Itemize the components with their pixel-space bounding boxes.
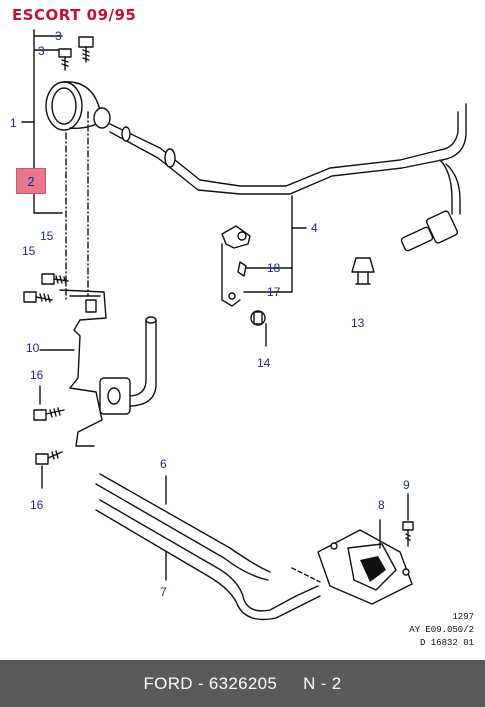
- callout-3-top: 3: [55, 29, 62, 43]
- callout-8: 8: [378, 498, 385, 512]
- diagram-drawing: [21, 29, 467, 621]
- bracket-17-18: [221, 225, 251, 307]
- callout-14: 14: [257, 356, 271, 370]
- callout-6: 6: [160, 457, 167, 471]
- footer-brand: FORD: [143, 673, 193, 693]
- callout-9: 9: [403, 478, 410, 492]
- hoses-6-7: [95, 473, 321, 621]
- reference-line-2: AY E09.050/2: [409, 625, 474, 635]
- bolt-top-right: [78, 36, 94, 63]
- callout-16-a: 16: [30, 368, 44, 382]
- nut-14: [250, 310, 267, 347]
- pipe-main: [109, 111, 459, 187]
- pipe-branch: [439, 159, 453, 215]
- bracket-10: [39, 289, 107, 447]
- bolt-15-a: [41, 273, 69, 285]
- bolt-15-b: [23, 291, 53, 303]
- drawing-reference: 1297 AY E09.050/2 D 16832 01: [394, 611, 474, 650]
- footer-separator: -: [192, 673, 209, 693]
- reference-line-3: D 16832 01: [419, 638, 474, 648]
- callout-18: 18: [267, 261, 281, 275]
- callout-2-highlighted: 2: [16, 168, 46, 194]
- callout-7: 7: [160, 585, 167, 599]
- vacuum-actuator: [45, 81, 111, 131]
- callout-13: 13: [351, 316, 365, 330]
- callout-4: 4: [311, 221, 318, 235]
- callout-15-b: 15: [22, 244, 36, 258]
- bolt-16-b: [35, 450, 63, 489]
- callout-3-second: 3: [38, 44, 45, 58]
- parts-diagram: ESCORT 09/95: [10, 6, 474, 650]
- bolt-top-left: [58, 48, 72, 71]
- footer-position: N - 2: [303, 673, 342, 693]
- solenoid-valve-8: [317, 519, 413, 605]
- callout-1: 1: [10, 116, 17, 130]
- bolt-16-a: [33, 407, 65, 421]
- callout-15-a: 15: [40, 229, 54, 243]
- callout-10: 10: [26, 341, 40, 355]
- connector-13: [351, 210, 459, 285]
- hose-10: [99, 316, 157, 415]
- reference-line-1: 1297: [452, 612, 474, 622]
- footer-part-number: 6326205: [208, 673, 278, 693]
- leader-4: [243, 195, 307, 293]
- callout-16-b: 16: [30, 498, 44, 512]
- screw-9: [402, 493, 414, 547]
- part-footer: FORD - 6326205 N - 2: [0, 660, 485, 707]
- callout-17: 17: [267, 285, 281, 299]
- diagram-title: ESCORT 09/95: [12, 6, 137, 24]
